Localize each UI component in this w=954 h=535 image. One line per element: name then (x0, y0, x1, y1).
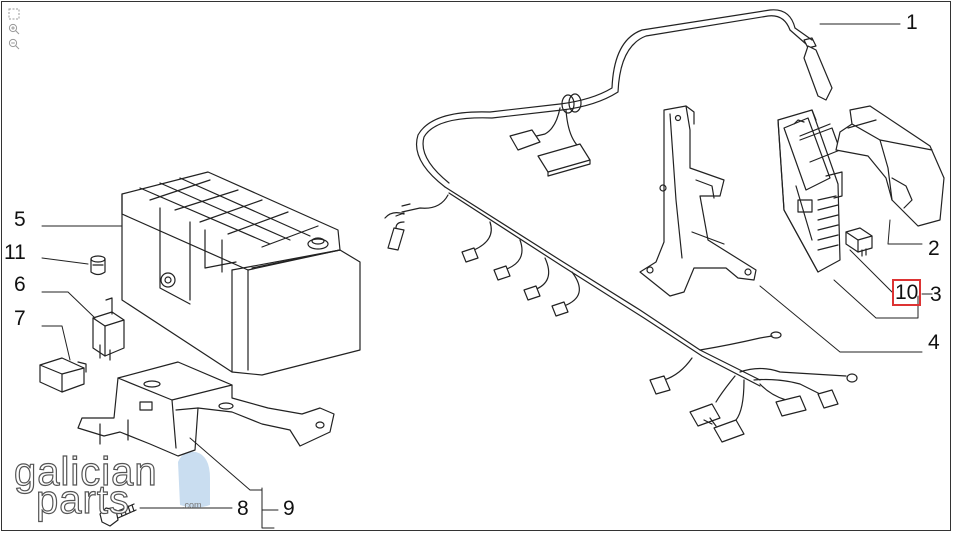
watermark-line2: parts (35, 478, 130, 522)
ecu-cover-part (835, 105, 945, 227)
leader-lines (41, 23, 933, 529)
zoom-out-icon[interactable] (7, 37, 21, 50)
callout-6: 6 (14, 273, 26, 296)
callout-8: 8 (237, 497, 249, 520)
battery-tray-part (77, 361, 335, 457)
battery-part (121, 171, 361, 376)
zoom-toolbar (7, 7, 21, 50)
callout-1: 1 (906, 11, 918, 34)
zoom-in-icon[interactable] (7, 22, 21, 35)
callout-4: 4 (928, 331, 940, 354)
watermark-line1: galician (13, 450, 158, 494)
bolt-part (99, 503, 137, 527)
callout-10: 10 (892, 279, 922, 306)
callout-3: 3 (930, 283, 942, 306)
callout-9: 9 (283, 497, 295, 520)
ecu-part (777, 109, 843, 273)
ecu-bracket-part (639, 105, 757, 297)
callout-2: 2 (928, 237, 940, 260)
small-module-part (845, 227, 873, 257)
callout-5: 5 (14, 208, 26, 231)
watermark-suffix: .com (182, 500, 202, 510)
callout-11: 11 (4, 241, 26, 264)
wiring-harness-part (384, 9, 858, 443)
fuse-cap-part (90, 255, 106, 276)
relay-part (92, 297, 125, 361)
callout-7: 7 (14, 307, 26, 330)
small-relay-part (39, 357, 87, 393)
fit-icon[interactable] (7, 7, 21, 20)
watermark-shape (178, 451, 210, 508)
